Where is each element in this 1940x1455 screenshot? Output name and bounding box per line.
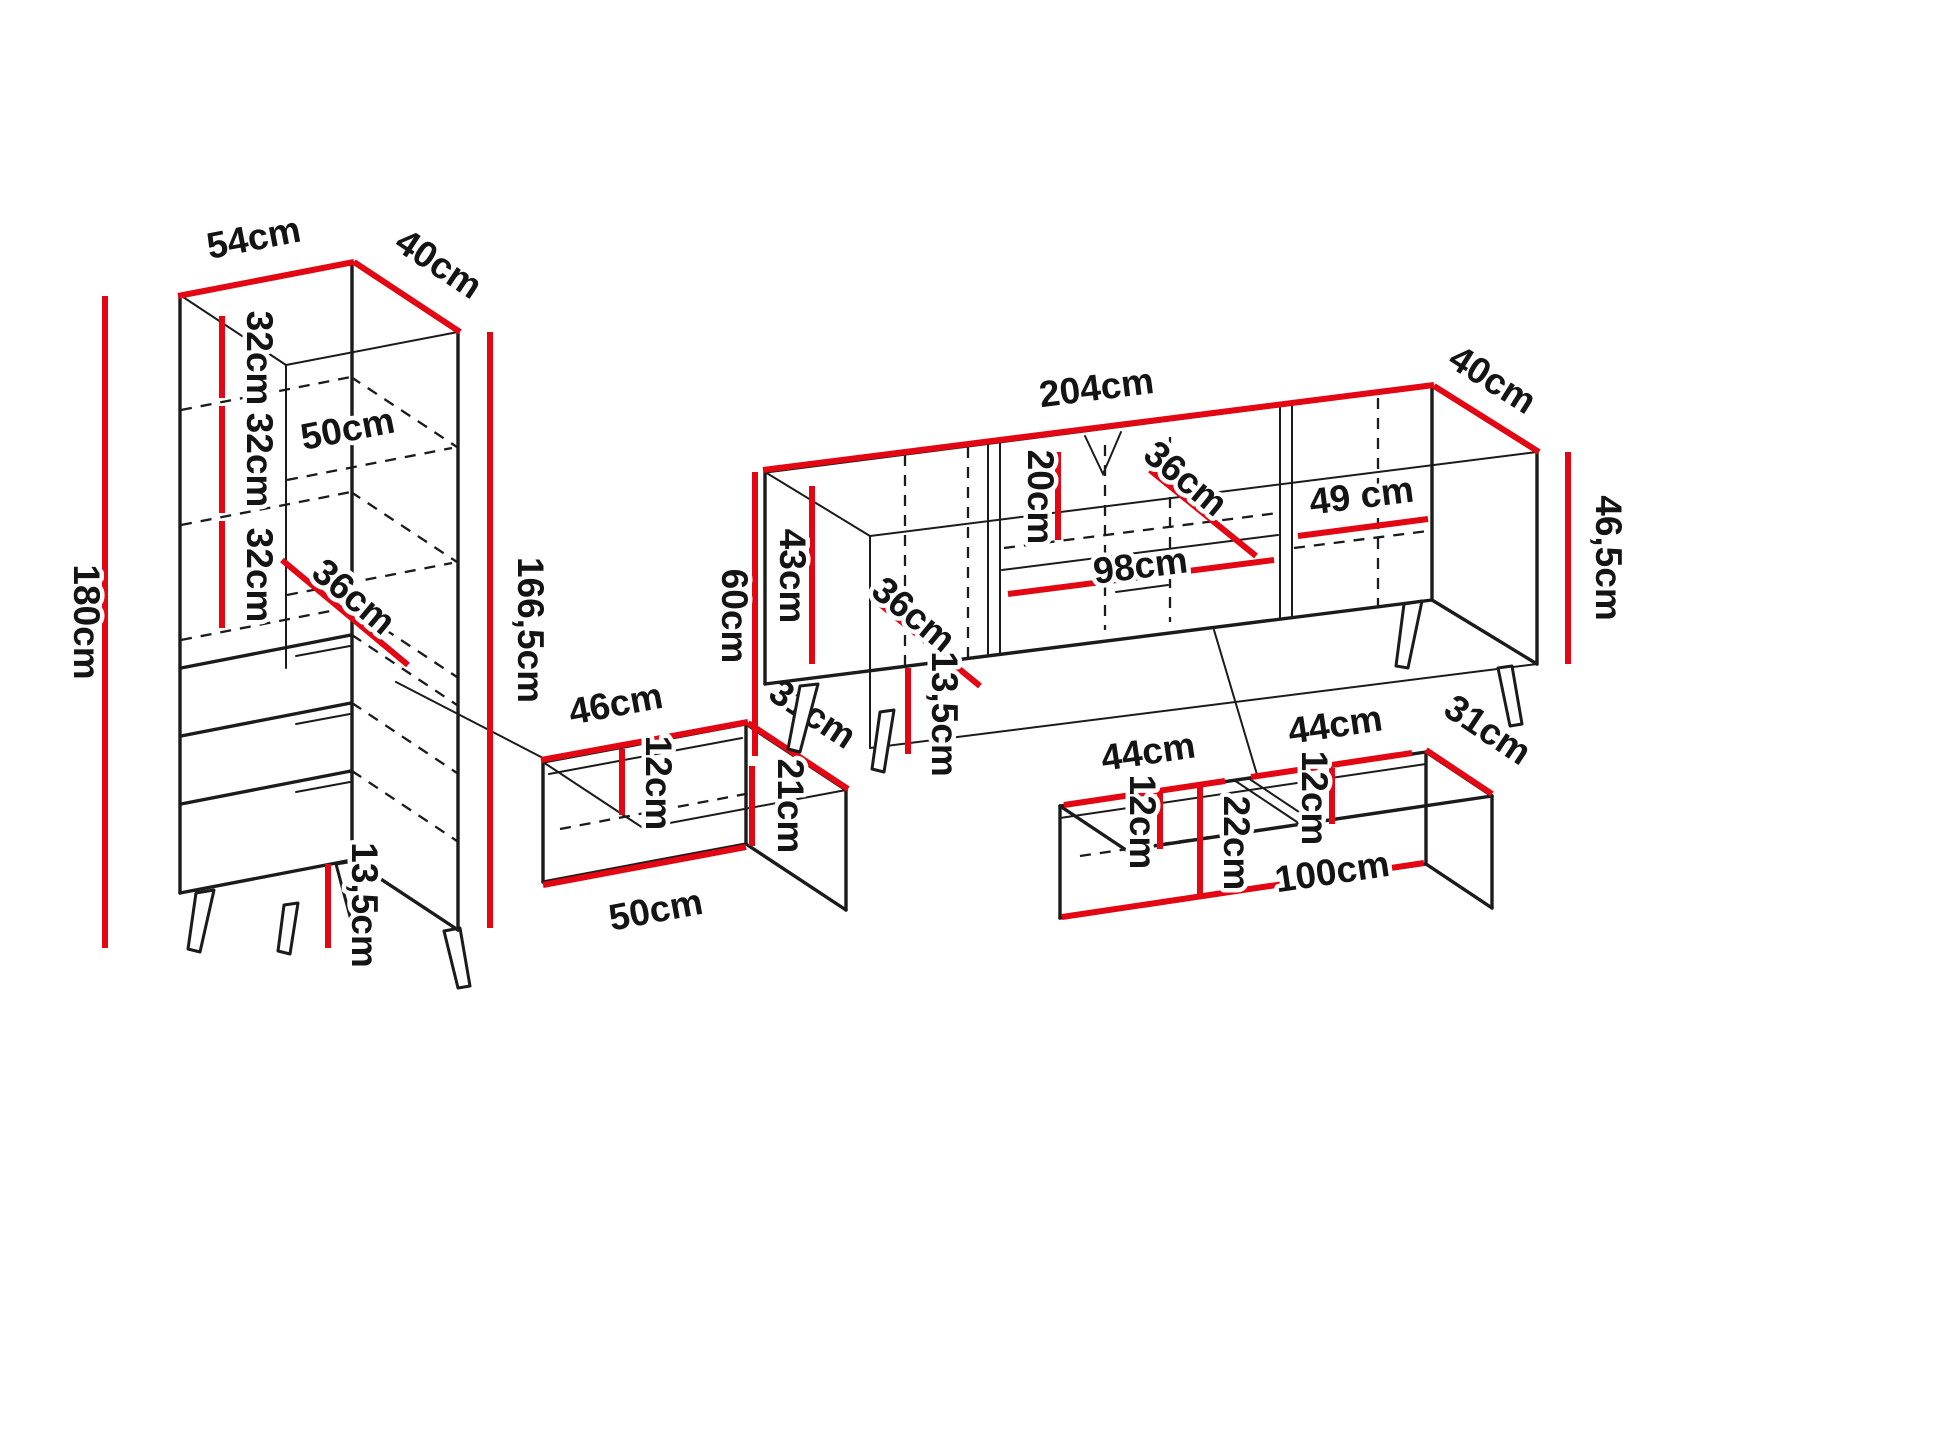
dim-line-tv-left-depth — [873, 597, 982, 689]
dim-line-cabinet-width — [177, 259, 355, 299]
dim-line-drawer-top-depth — [746, 720, 850, 792]
dim-tv-width: 204cm — [1037, 360, 1156, 415]
dim-line-tv-niche-width — [1007, 557, 1275, 597]
dim-tv-leg-height: 13,5cm — [924, 651, 965, 777]
dim-shelf-gap-top: 32cm — [239, 311, 280, 406]
dim-shelf-width: 50cm — [297, 400, 398, 458]
dim-drawer-inner-height: 12cm — [638, 736, 679, 831]
dim-line-tv-width — [762, 382, 1435, 473]
dim-line-cabinet-depth — [352, 259, 462, 335]
dim-tv-interior-height: 43cm — [772, 529, 813, 624]
small-drawer-drawing: 46cm 31cm 12cm 21cm 50cm — [540, 666, 868, 943]
dim-cabinet-height: 180cm — [66, 564, 107, 679]
dim-line-unit-depth — [1424, 747, 1494, 797]
dim-drawer-front-width: 50cm — [605, 881, 706, 939]
dim-line-tv-depth — [1432, 383, 1541, 455]
dim-drawer-top-width: 46cm — [565, 675, 666, 733]
double-drawer-drawing: 44cm 44cm 31cm 12cm 12cm 22cm 100cm — [1058, 682, 1543, 920]
dim-shelf-gap-mid: 32cm — [239, 413, 280, 508]
dim-cabinet-width: 54cm — [203, 209, 304, 267]
dim-tv-niche-depth: 36cm — [1136, 432, 1235, 524]
dim-tv-depth: 40cm — [1442, 337, 1544, 422]
dim-line-drawer-top-width — [540, 719, 749, 763]
dim-cabinet-leg-height: 13,5cm — [344, 842, 385, 968]
dim-tv-right-width: 49 cm — [1307, 469, 1416, 523]
dim-line-tv-right-width — [1297, 516, 1429, 539]
dim-tv-total-height: 60cm — [714, 569, 755, 664]
dim-line-unit-front-width — [1061, 860, 1425, 920]
dim-line-tv-niche-depth — [1148, 467, 1258, 559]
dim-drawer-front-height: 21cm — [770, 759, 811, 854]
dim-line-shelf-depth — [280, 557, 410, 668]
dim-tv-side-height: 46,5cm — [1588, 495, 1629, 621]
dim-unit-front-height: 22cm — [1216, 796, 1257, 891]
dim-unit-left-inner-height: 12cm — [1122, 775, 1163, 870]
dim-shelf-gap-low: 32cm — [239, 528, 280, 623]
dim-unit-right-width: 44cm — [1285, 697, 1385, 751]
dim-unit-depth: 31cm — [1437, 686, 1538, 773]
dim-unit-front-width: 100cm — [1272, 843, 1392, 900]
dim-tv-left-depth: 36cm — [864, 568, 963, 660]
dim-line-drawer-front-width — [542, 844, 747, 888]
dim-cabinet-interior-height: 166,5cm — [510, 557, 551, 703]
dim-line-unit-left-width — [1063, 778, 1226, 808]
dim-unit-left-width: 44cm — [1098, 724, 1198, 778]
tall-cabinet-drawing: 54cm 40cm 180cm 166,5cm 32cm 32cm 32cm 5… — [62, 204, 556, 990]
dim-tv-niche-clearance: 20cm — [1020, 450, 1061, 545]
dim-line-unit-right-width — [1250, 750, 1413, 780]
dim-shelf-depth: 36cm — [305, 550, 404, 642]
dim-unit-right-inner-height: 12cm — [1294, 751, 1335, 846]
